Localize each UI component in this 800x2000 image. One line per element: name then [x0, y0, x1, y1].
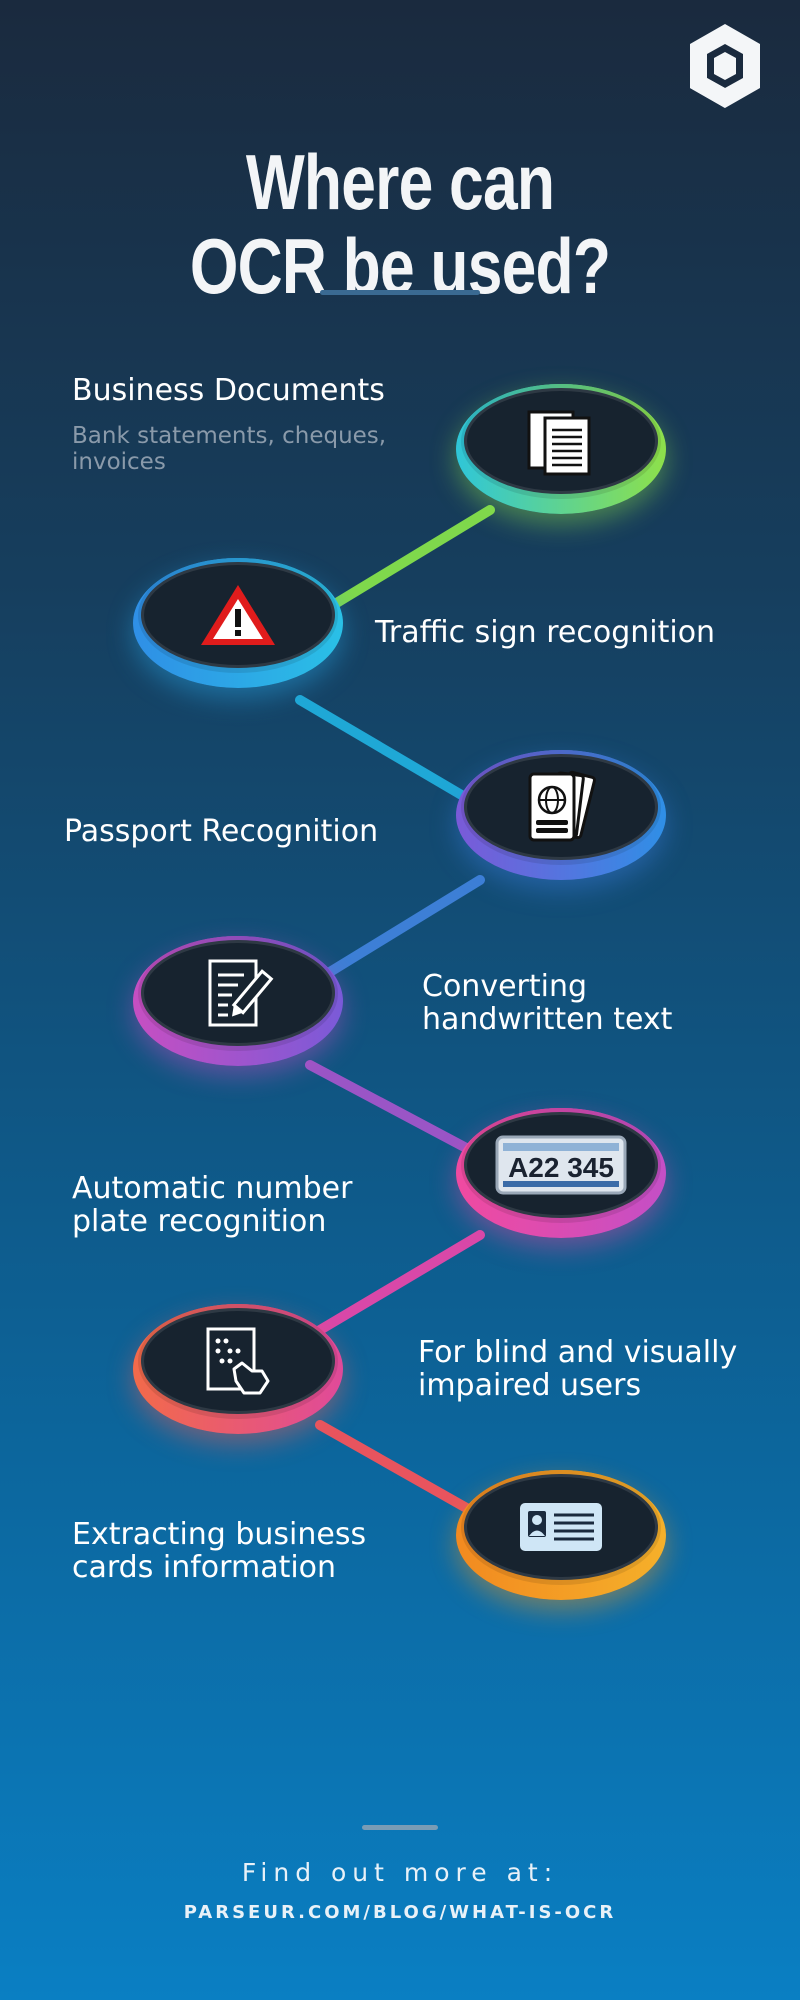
node-number-plate: A22 345: [456, 1108, 666, 1238]
license-plate-icon: A22 345: [464, 1112, 658, 1218]
connector-6: [315, 1420, 475, 1515]
label-business-documents-title: Business Documents: [72, 373, 385, 408]
plate-text: A22 345: [508, 1152, 614, 1183]
label-number-plate: Automatic number plate recognition: [72, 1172, 352, 1238]
label-handwriting-line2: handwritten text: [422, 1002, 673, 1037]
business-card-icon: [464, 1474, 658, 1580]
label-blind-users-line2: impaired users: [418, 1368, 642, 1403]
footer-divider: [362, 1825, 438, 1830]
label-business-documents-subtitle: Bank statements, cheques, invoices: [72, 423, 387, 475]
label-passport: Passport Recognition: [64, 815, 378, 848]
node-business-documents: [456, 384, 666, 514]
node-traffic-sign: [133, 558, 343, 688]
braille-touch-icon: [141, 1308, 335, 1414]
connector-5: [315, 1230, 485, 1335]
footer-cta: Find out more at:: [241, 1858, 559, 1887]
node-handwriting: [133, 936, 343, 1066]
label-traffic-sign: Traffic sign recognition: [375, 616, 715, 649]
connector-4: [305, 1060, 475, 1155]
connector-2: [295, 695, 475, 805]
title-line-1: Where can: [245, 138, 555, 226]
label-handwriting: Converting handwritten text: [422, 970, 672, 1036]
label-business-cards: Extracting business cards information: [72, 1518, 366, 1584]
label-number-plate-line1: Automatic number: [72, 1171, 353, 1206]
passport-icon: [464, 754, 658, 860]
node-passport: [456, 750, 666, 880]
footer-link[interactable]: PARSEUR.COM/BLOG/WHAT-IS-OCR: [183, 1902, 617, 1923]
connector-3: [320, 875, 485, 980]
label-business-cards-line1: Extracting business: [72, 1517, 367, 1552]
title-underline: [320, 290, 480, 295]
warning-sign-icon: [141, 562, 335, 668]
label-business-documents: Business Documents Bank statements, cheq…: [72, 374, 412, 475]
handwriting-icon: [141, 940, 335, 1046]
node-blind-users: [133, 1304, 343, 1434]
connector-1: [320, 505, 495, 615]
label-blind-users: For blind and visually impaired users: [418, 1336, 737, 1402]
label-passport-text: Passport Recognition: [64, 814, 379, 849]
label-number-plate-line2: plate recognition: [72, 1204, 327, 1239]
label-blind-users-line1: For blind and visually: [418, 1335, 738, 1370]
node-business-cards: [456, 1470, 666, 1600]
documents-icon: [464, 388, 658, 494]
page-title: Where can OCR be used?: [80, 140, 720, 308]
label-business-cards-line2: cards information: [72, 1550, 337, 1585]
label-traffic-sign-text: Traffic sign recognition: [375, 615, 716, 650]
label-handwriting-line1: Converting: [422, 969, 588, 1004]
parseur-logo: [690, 24, 760, 108]
